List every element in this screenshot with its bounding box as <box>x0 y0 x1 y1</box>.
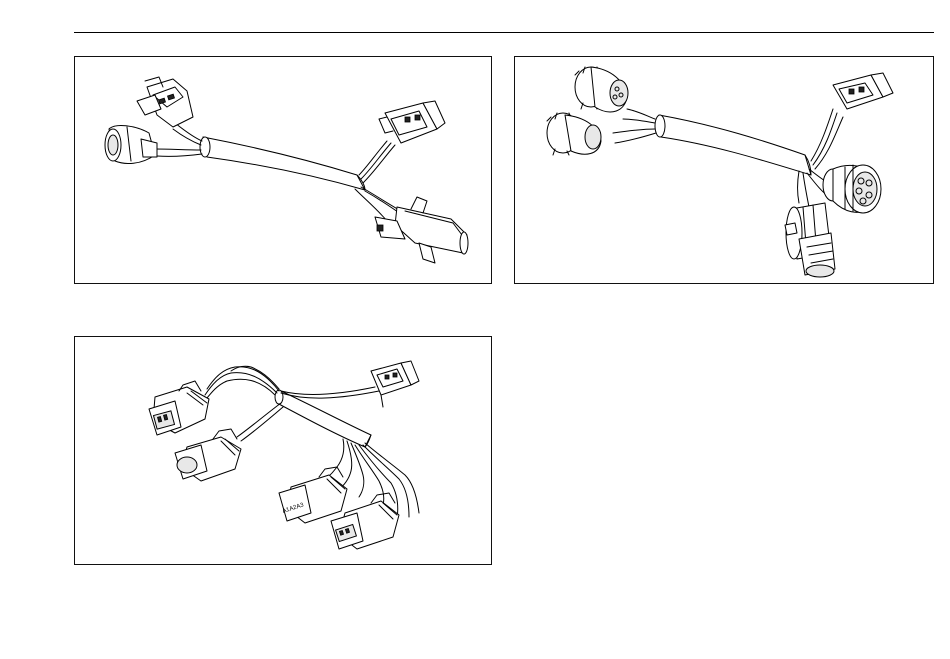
harness-b-drawing <box>515 57 935 285</box>
figure-harness-c: A1A2A3 <box>74 336 492 565</box>
harness-c-sheath <box>275 390 371 447</box>
harness-b-connector-left <box>547 113 601 155</box>
harness-a-branch-top-right <box>359 101 445 183</box>
harness-a-connector-left <box>105 126 157 164</box>
header-rule <box>74 32 934 33</box>
figure-harness-a <box>74 56 492 284</box>
harness-a-connector-top-left <box>137 77 193 127</box>
harness-a-sheath <box>200 137 365 190</box>
harness-b-connector-top-right <box>811 73 893 169</box>
harness-a-wires-left <box>155 123 202 156</box>
harness-b-connector-bottom <box>785 203 835 277</box>
harness-c-drawing: A1A2A3 <box>75 337 493 566</box>
harness-a-branch-bottom-right <box>355 187 468 263</box>
harness-b-wires-left <box>613 109 656 143</box>
harness-b-connector-top-left <box>575 67 628 112</box>
harness-c-connector-top-left <box>149 381 209 435</box>
figure-harness-b <box>514 56 934 284</box>
harness-c-connector-bottom-left: A1A2A3 <box>279 467 347 523</box>
harness-b-connector-right <box>823 165 881 213</box>
harness-a-drawing <box>75 57 493 285</box>
harness-b-sheath <box>655 115 811 175</box>
harness-c-connector-top-right <box>371 361 419 407</box>
